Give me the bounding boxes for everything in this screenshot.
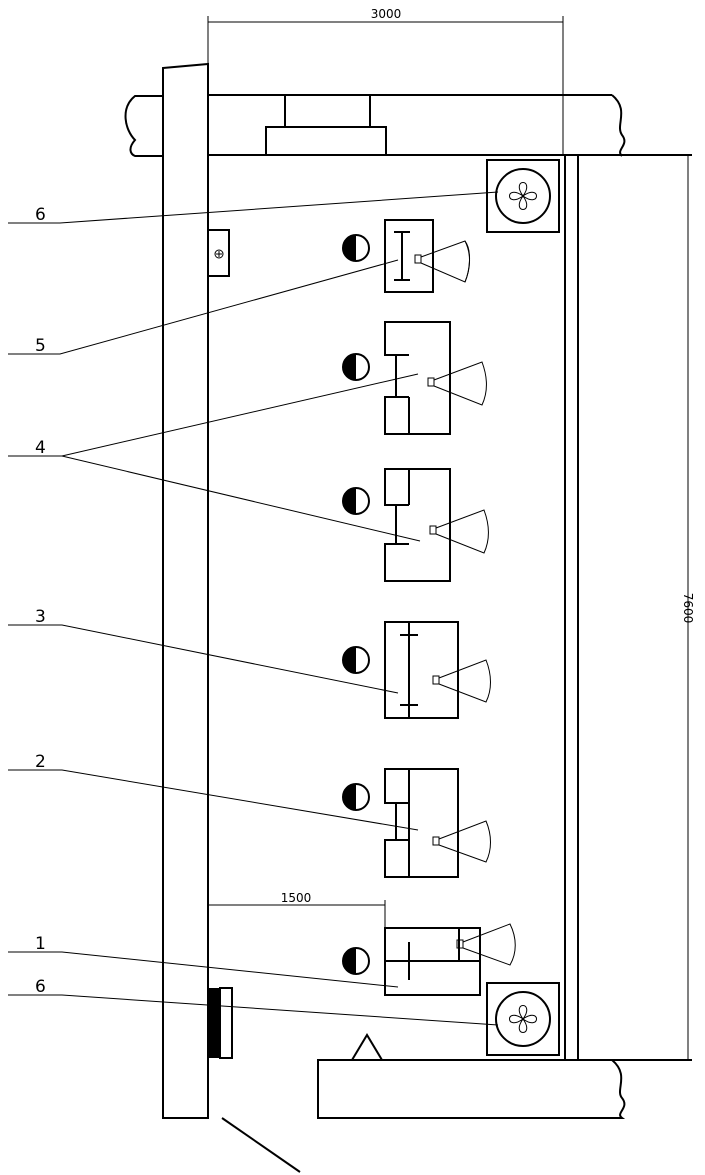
leader-lines <box>8 191 499 1026</box>
equipment-4-lower <box>384 468 489 582</box>
exhaust-fan-top <box>486 159 560 233</box>
lamp-4-lower <box>342 487 370 515</box>
callout-1: 1 <box>35 934 46 954</box>
room-outline <box>208 154 692 1061</box>
dimension-right-height: 7600 <box>681 155 695 1060</box>
dimension-inner-width: 1500 <box>208 891 386 928</box>
dimension-inner-width-label: 1500 <box>281 891 312 905</box>
lamp-5 <box>342 234 370 262</box>
lamp-2 <box>342 783 370 811</box>
equipment-3 <box>384 621 491 719</box>
exhaust-fan-bottom <box>486 982 560 1056</box>
lamp-1 <box>342 947 370 975</box>
callout-top-6: 6 <box>35 205 46 225</box>
top-wall <box>124 94 626 157</box>
callout-2: 2 <box>35 752 46 772</box>
triangle-marker <box>351 1033 383 1061</box>
door-step <box>265 126 387 156</box>
equipment-4-upper <box>384 321 487 435</box>
equipment-2 <box>384 768 491 878</box>
dimension-top-width-label: 3000 <box>371 7 402 21</box>
bottom-wall <box>317 1033 626 1119</box>
callout-bottom-6: 6 <box>35 977 46 997</box>
lamp-4-upper <box>342 353 370 381</box>
first-aid-box <box>207 229 230 277</box>
door-frame <box>284 94 371 128</box>
callout-5: 5 <box>35 336 46 356</box>
hatched-door-block <box>208 987 301 1173</box>
left-wall <box>162 62 209 1119</box>
callout-3: 3 <box>35 607 46 627</box>
callout-labels: 6 5 4 3 2 1 6 <box>35 205 46 997</box>
dimension-right-height-label: 7600 <box>681 593 695 624</box>
equipment-5 <box>384 219 470 293</box>
dimension-top-width: 3000 <box>207 7 564 155</box>
lamp-3 <box>342 646 370 674</box>
equipment-1 <box>384 923 516 996</box>
callout-4: 4 <box>35 438 46 458</box>
